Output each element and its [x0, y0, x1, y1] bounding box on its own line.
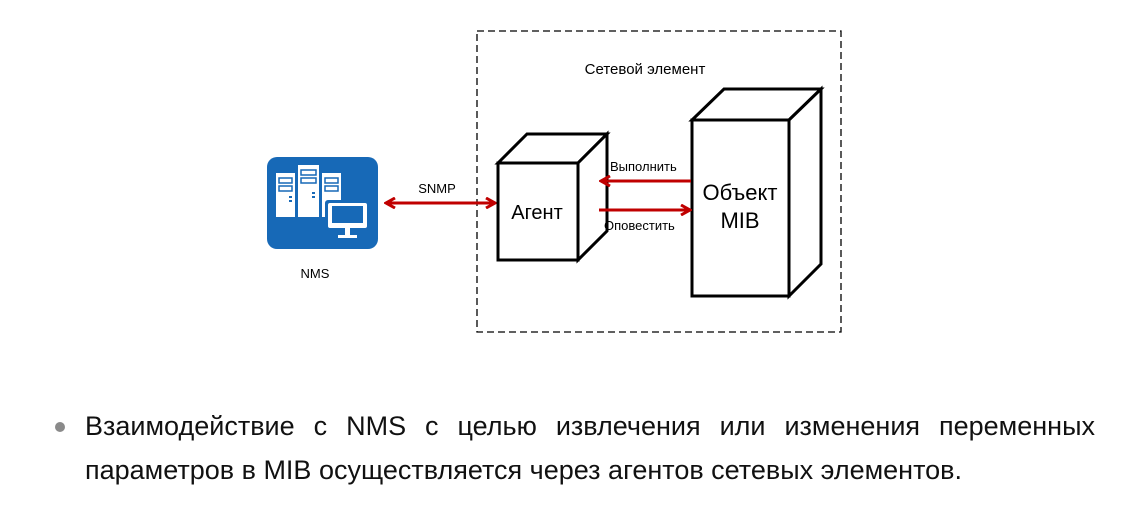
bullet-text: Взаимодействие с NMS с целью извлечения …	[85, 411, 1095, 485]
nms-label: NMS	[301, 266, 330, 281]
snmp-label: SNMP	[418, 181, 456, 196]
nms-icon	[267, 157, 378, 249]
mib-label-line1: Объект	[703, 180, 778, 205]
mib-label-line2: MIB	[720, 208, 759, 233]
notify-label: Оповестить	[604, 218, 675, 233]
mib-object-box	[688, 85, 825, 300]
bullet-point: Взаимодействие с NMS с целью извлечения …	[55, 404, 1095, 492]
snmp-diagram: Сетевой элемент NMS	[267, 30, 842, 333]
bullet-icon	[55, 422, 65, 432]
agent-label: Агент	[511, 202, 563, 224]
network-element-frame	[476, 30, 842, 333]
agent-box	[494, 130, 611, 264]
execute-label: Выполнить	[610, 159, 677, 174]
network-element-label: Сетевой элемент	[585, 61, 706, 78]
